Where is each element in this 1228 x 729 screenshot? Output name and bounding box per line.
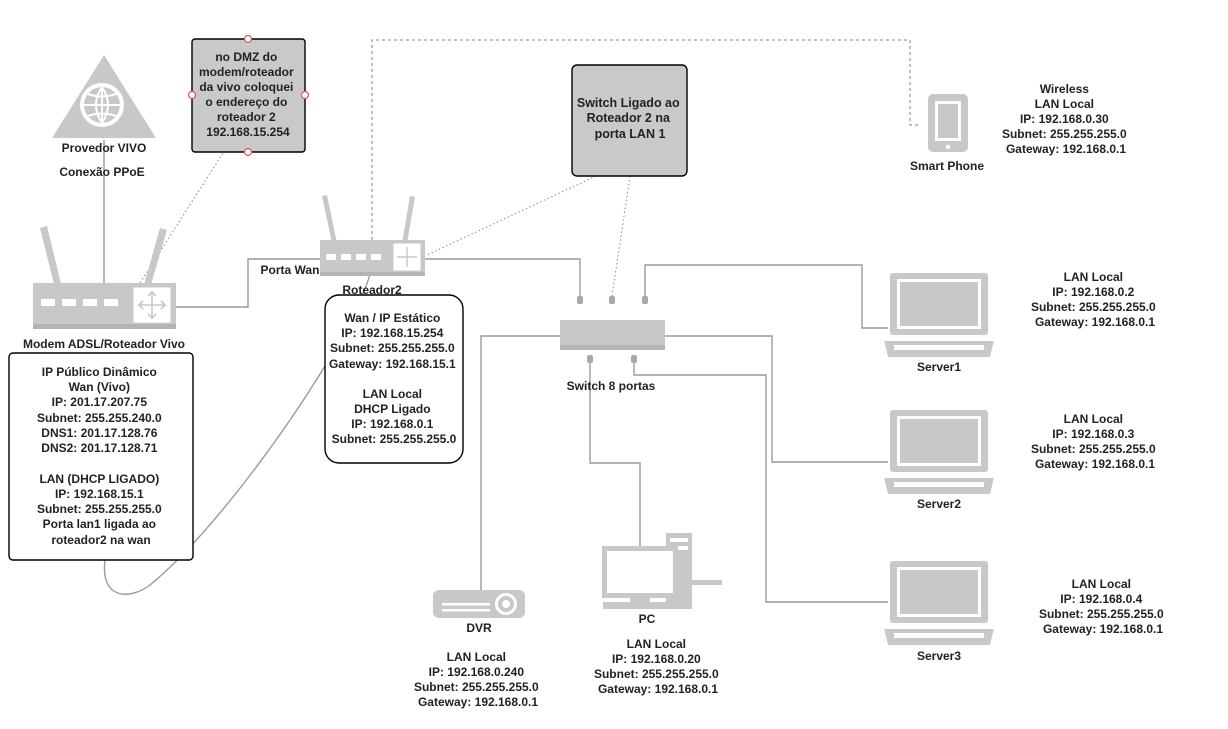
pc-label: PC bbox=[639, 612, 656, 626]
switch-label: Switch 8 portas bbox=[567, 379, 656, 393]
server3-info-text: LAN Local IP: 192.168.0.4 Subnet: 255.25… bbox=[1039, 577, 1167, 636]
note-pointer-switch-a bbox=[426, 175, 597, 256]
switch-note[interactable] bbox=[571, 64, 688, 177]
smartphone-label: Smart Phone bbox=[910, 159, 984, 173]
smartphone-icon[interactable] bbox=[928, 94, 968, 152]
modem-label: Modem ADSL/Roteador Vivo bbox=[23, 337, 185, 351]
dmz-note[interactable] bbox=[187, 34, 310, 157]
server3-label: Server3 bbox=[917, 649, 961, 663]
router2-router-icon[interactable] bbox=[320, 195, 425, 276]
server2-laptop-icon[interactable] bbox=[884, 410, 994, 494]
server3-laptop-icon[interactable] bbox=[884, 561, 994, 645]
dvr-label: DVR bbox=[466, 621, 492, 635]
server1-laptop-icon[interactable] bbox=[884, 273, 994, 357]
provider-connection-label: Conexão PPoE bbox=[59, 165, 144, 179]
server1-label: Server1 bbox=[917, 360, 961, 374]
link-modem-router2 bbox=[175, 258, 320, 308]
provider-label: Provedor VIVO bbox=[62, 141, 147, 155]
server2-info-text: LAN Local IP: 192.168.0.3 Subnet: 255.25… bbox=[1031, 412, 1159, 471]
smartphone-info-text: Wireless LAN Local IP: 192.168.0.30 Subn… bbox=[1002, 82, 1130, 156]
dvr-info-text: LAN Local IP: 192.168.0.240 Subnet: 255.… bbox=[414, 650, 542, 709]
link-switch-dvr bbox=[480, 335, 560, 592]
link-wireless bbox=[371, 39, 918, 240]
pc-info-text: LAN Local IP: 192.168.0.20 Subnet: 255.2… bbox=[594, 637, 722, 696]
server1-info-text: LAN Local IP: 192.168.0.2 Subnet: 255.25… bbox=[1031, 270, 1159, 329]
modem-router-icon[interactable] bbox=[33, 226, 176, 329]
switch-note-text: Switch Ligado ao Roteador 2 na porta LAN… bbox=[577, 96, 683, 141]
link-switch-pc bbox=[589, 363, 641, 548]
dvr-icon[interactable] bbox=[433, 590, 525, 618]
modem-info-box bbox=[8, 352, 194, 561]
dmz-note-text: no DMZ do modem/roteador da vivo coloque… bbox=[199, 50, 297, 139]
link-switch-server2 bbox=[665, 335, 888, 463]
router2-info-box bbox=[324, 294, 464, 464]
server2-label: Server2 bbox=[917, 497, 961, 511]
router2-port-label: Porta Wan bbox=[261, 263, 320, 277]
note-pointer-switch-b bbox=[611, 175, 631, 297]
modem-info-text: IP Público Dinâmico Wan (Vivo) IP: 201.1… bbox=[37, 365, 165, 547]
link-switch-server1 bbox=[644, 264, 888, 329]
pc-desktop-icon[interactable] bbox=[602, 533, 722, 609]
link-router2-switch bbox=[425, 258, 581, 296]
link-switch-server3 bbox=[633, 363, 888, 603]
provider-globe-triangle-icon bbox=[52, 55, 156, 138]
router2-info-text: Wan / IP Estático IP: 192.168.15.254 Sub… bbox=[329, 311, 459, 446]
switch-icon[interactable] bbox=[560, 296, 665, 363]
router2-label: Roteador2 bbox=[342, 283, 402, 297]
